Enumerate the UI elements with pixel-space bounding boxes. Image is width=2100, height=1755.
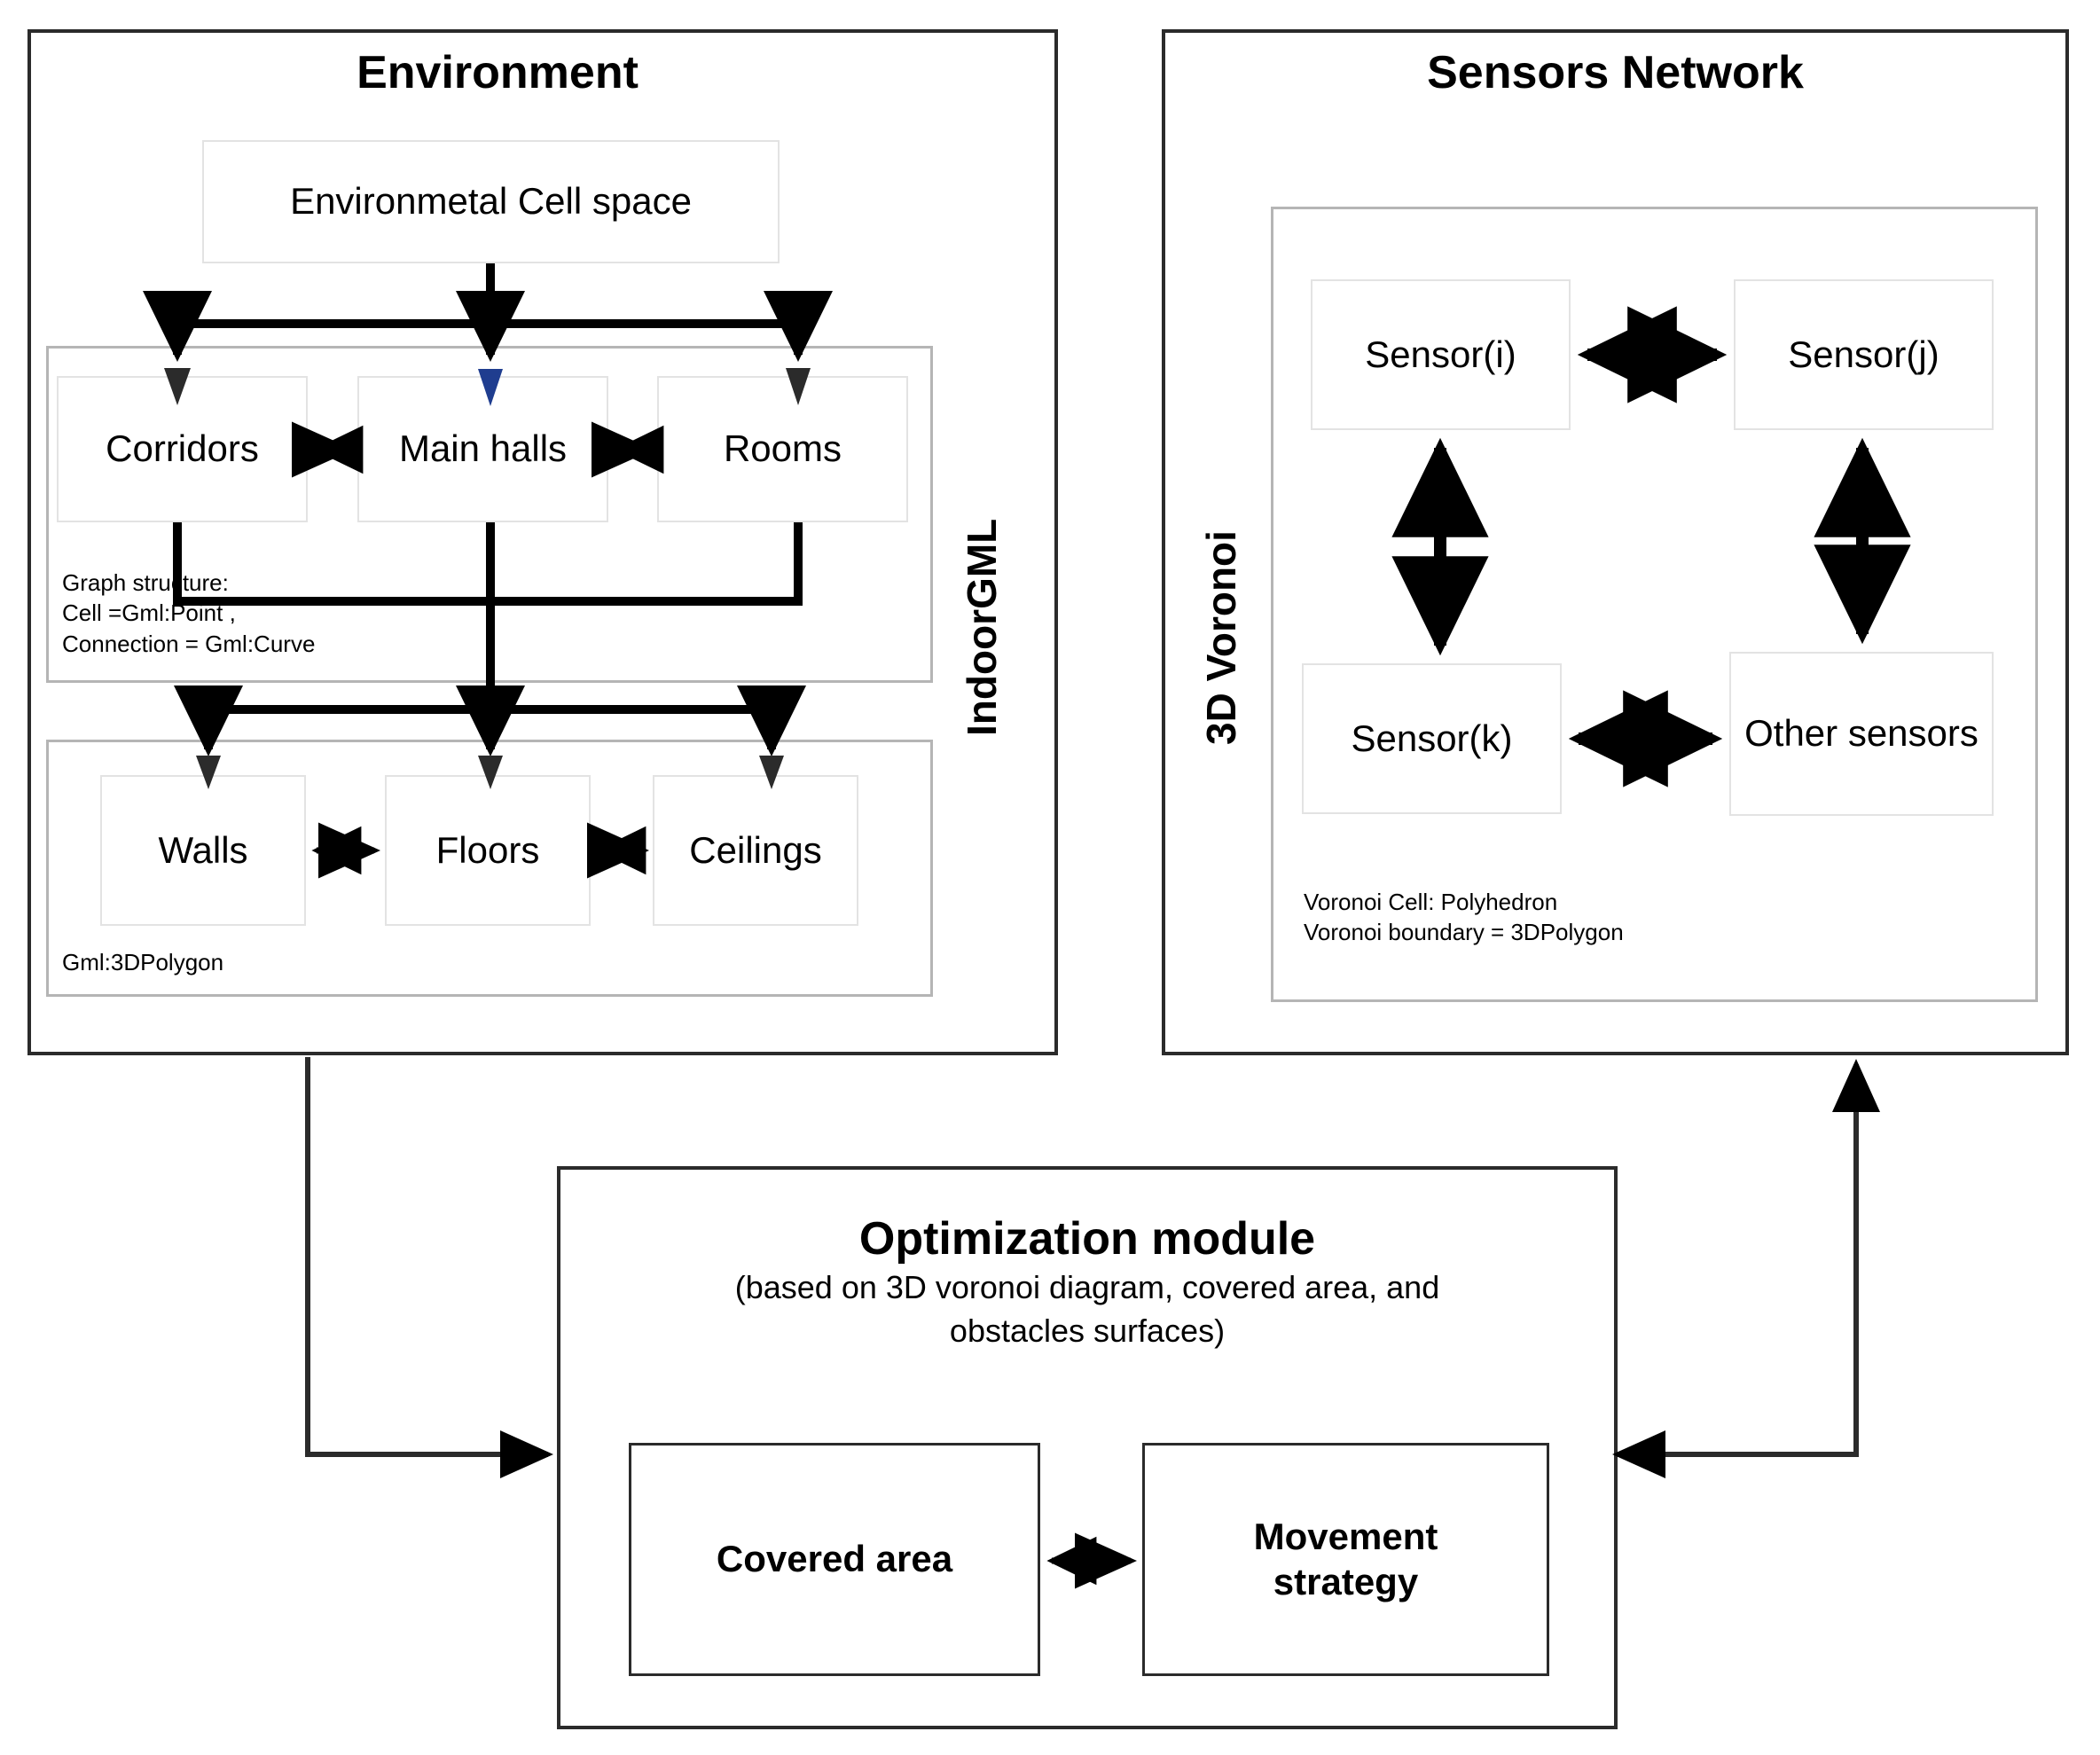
environment-title: Environment [357,47,639,98]
optimization-subtitle: (based on 3D voronoi diagram, covered ar… [734,1269,1440,1349]
corridors-node[interactable]: Corridors [57,376,308,522]
ceilings-label: Ceilings [689,828,822,871]
sensor-i-label: Sensor(i) [1365,333,1516,375]
walls-node[interactable]: Walls [100,775,306,926]
indoorgml-side-label: IndoorGML [959,518,1005,736]
corridors-label: Corridors [106,427,259,470]
ceilings-node[interactable]: Ceilings [653,775,858,926]
environmetal-cell-space-node[interactable]: Environmetal Cell space [202,140,780,263]
covered-area-node[interactable]: Covered area [629,1443,1040,1676]
sensor-j-node[interactable]: Sensor(j) [1734,279,1994,430]
covered-area-label: Covered area [716,1538,953,1580]
optimization-title: Optimization module [858,1213,1316,1265]
graph-structure-note: Graph structure: Cell =Gml:Point , Conne… [62,569,316,657]
sensors-network-title: Sensors Network [1427,47,1804,98]
movement-strategy-label: Movement strategy [1253,1516,1438,1602]
voronoi-note: Voronoi Cell: Polyhedron Voronoi boundar… [1304,889,1624,946]
rooms-node[interactable]: Rooms [657,376,908,522]
floors-node[interactable]: Floors [385,775,591,926]
main-halls-node[interactable]: Main halls [357,376,608,522]
other-sensors-label: Other sensors [1744,712,1979,755]
sensor-i-node[interactable]: Sensor(i) [1311,279,1571,430]
sensor-k-label: Sensor(k) [1351,717,1513,759]
env-to-optimization [305,1057,553,1478]
movement-strategy-node[interactable]: Movement strategy [1142,1443,1549,1676]
main-halls-label: Main halls [398,427,568,470]
rooms-label: Rooms [723,427,842,470]
environmetal-cell-space-label: Environmetal Cell space [290,180,692,223]
voronoi-side-label: 3D Voronoi [1198,530,1244,745]
sensor-j-label: Sensor(j) [1788,333,1939,375]
gml-3dpolygon-note: Gml:3DPolygon [62,949,224,975]
sensor-k-node[interactable]: Sensor(k) [1302,663,1562,814]
floors-label: Floors [435,828,540,871]
walls-label: Walls [158,828,248,871]
optimization-to-sensors [1612,1059,1880,1478]
other-sensors-node[interactable]: Other sensors [1729,652,1994,816]
